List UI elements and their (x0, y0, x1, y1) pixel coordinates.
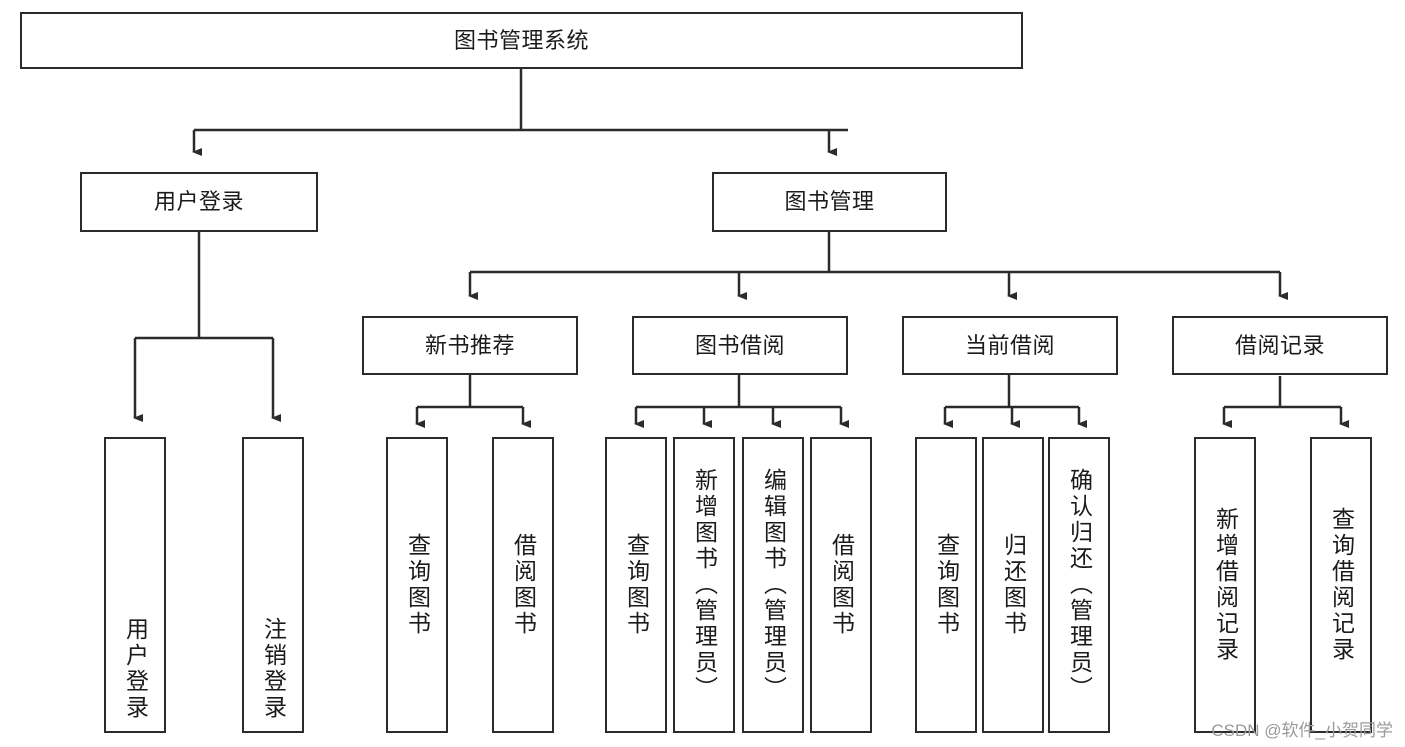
node-label: 图书管理系统 (453, 27, 589, 53)
node-leaf-query-book-current[interactable]: 查询图书 (915, 437, 977, 733)
node-label: 借阅图书 (828, 533, 855, 637)
node-leaf-query-book-borrow[interactable]: 查询图书 (605, 437, 667, 733)
node-label: 归还图书 (1000, 533, 1027, 637)
node-label: 确认归还（管理员） (1066, 468, 1093, 702)
node-label: 新增图书（管理员） (691, 468, 718, 702)
node-leaf-query-book-recommend[interactable]: 查询图书 (386, 437, 448, 733)
node-label: 当前借阅 (964, 332, 1055, 358)
node-book-management[interactable]: 图书管理 (712, 172, 947, 232)
node-leaf-logout[interactable]: 注销登录 (242, 437, 304, 733)
node-label: 注销登录 (260, 617, 287, 721)
node-leaf-add-borrow-record[interactable]: 新增借阅记录 (1194, 437, 1256, 733)
node-current-borrow[interactable]: 当前借阅 (902, 316, 1118, 375)
node-root-book-management-system[interactable]: 图书管理系统 (20, 12, 1023, 69)
node-label: 新书推荐 (424, 332, 515, 358)
node-label: 编辑图书（管理员） (760, 468, 787, 702)
node-user-login[interactable]: 用户登录 (80, 172, 318, 232)
node-book-borrow[interactable]: 图书借阅 (632, 316, 848, 375)
node-label: 图书借阅 (694, 332, 785, 358)
node-leaf-return-book[interactable]: 归还图书 (982, 437, 1044, 733)
node-label: 查询图书 (404, 533, 431, 637)
node-label: 借阅记录 (1234, 332, 1325, 358)
node-leaf-confirm-return-admin[interactable]: 确认归还（管理员） (1048, 437, 1110, 733)
node-label: 图书管理 (784, 189, 875, 215)
node-label: 查询借阅记录 (1328, 507, 1355, 663)
node-label: 查询图书 (623, 533, 650, 637)
node-leaf-add-book-admin[interactable]: 新增图书（管理员） (673, 437, 735, 733)
node-leaf-borrow-book[interactable]: 借阅图书 (810, 437, 872, 733)
node-label: 借阅图书 (510, 533, 537, 637)
node-label: 查询图书 (933, 533, 960, 637)
node-leaf-edit-book-admin[interactable]: 编辑图书（管理员） (742, 437, 804, 733)
node-label: 用户登录 (153, 189, 244, 215)
node-label: 用户登录 (122, 617, 149, 721)
watermark: CSDN @软件_小贺同学 (1211, 721, 1393, 740)
node-label: 新增借阅记录 (1212, 507, 1239, 663)
node-leaf-user-login[interactable]: 用户登录 (104, 437, 166, 733)
node-new-book-recommendation[interactable]: 新书推荐 (362, 316, 578, 375)
node-leaf-borrow-book-recommend[interactable]: 借阅图书 (492, 437, 554, 733)
node-borrow-record[interactable]: 借阅记录 (1172, 316, 1388, 375)
node-leaf-query-borrow-record[interactable]: 查询借阅记录 (1310, 437, 1372, 733)
